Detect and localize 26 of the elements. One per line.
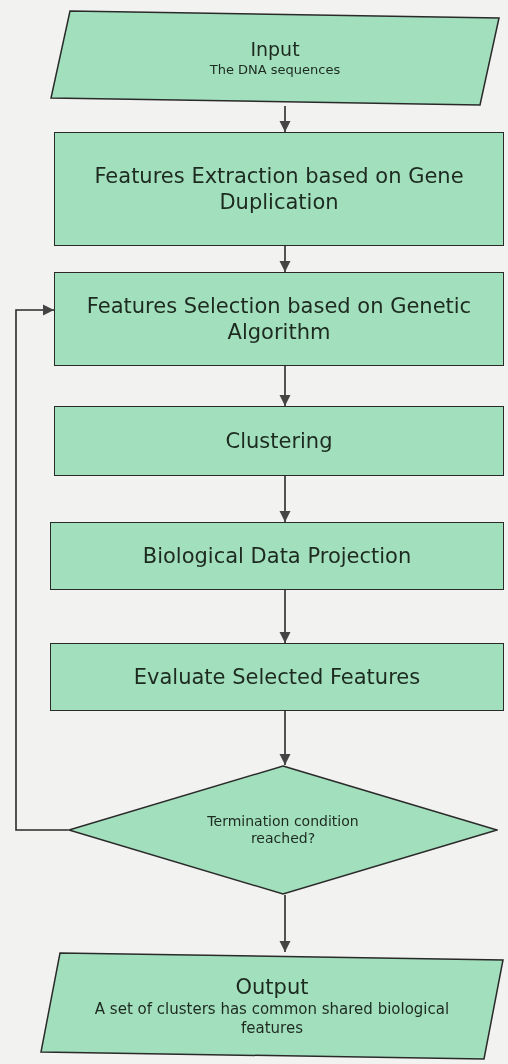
io-title: Input	[250, 38, 300, 62]
io-title: Output	[235, 974, 309, 1001]
process-box	[54, 406, 504, 476]
arrow	[279, 365, 291, 407]
arrow	[279, 710, 291, 766]
decision-label: Termination condition reached?	[206, 812, 360, 848]
step-label: Biological Data Projection	[142, 542, 412, 570]
step-label: Features Selection based on Genetic Algorithm	[85, 292, 473, 346]
io-parallelogram	[40, 952, 504, 1060]
process-box	[54, 132, 504, 246]
process-box	[50, 522, 504, 590]
io-description: A set of clusters has common shared biological features	[93, 1000, 451, 1038]
io-parallelogram	[50, 10, 500, 106]
arrow	[15, 304, 69, 831]
process-box	[54, 272, 504, 366]
step-label: Features Extraction based on Gene Duplication	[93, 162, 465, 216]
arrow	[279, 589, 291, 644]
arrow	[279, 894, 291, 953]
arrow	[279, 245, 291, 273]
io-description: The DNA sequences	[209, 61, 341, 78]
step-label: Clustering	[225, 427, 333, 455]
decision-diamond	[68, 765, 498, 895]
process-box	[50, 643, 504, 711]
arrow	[279, 105, 291, 133]
arrow	[279, 475, 291, 523]
step-label: Evaluate Selected Features	[133, 663, 421, 691]
